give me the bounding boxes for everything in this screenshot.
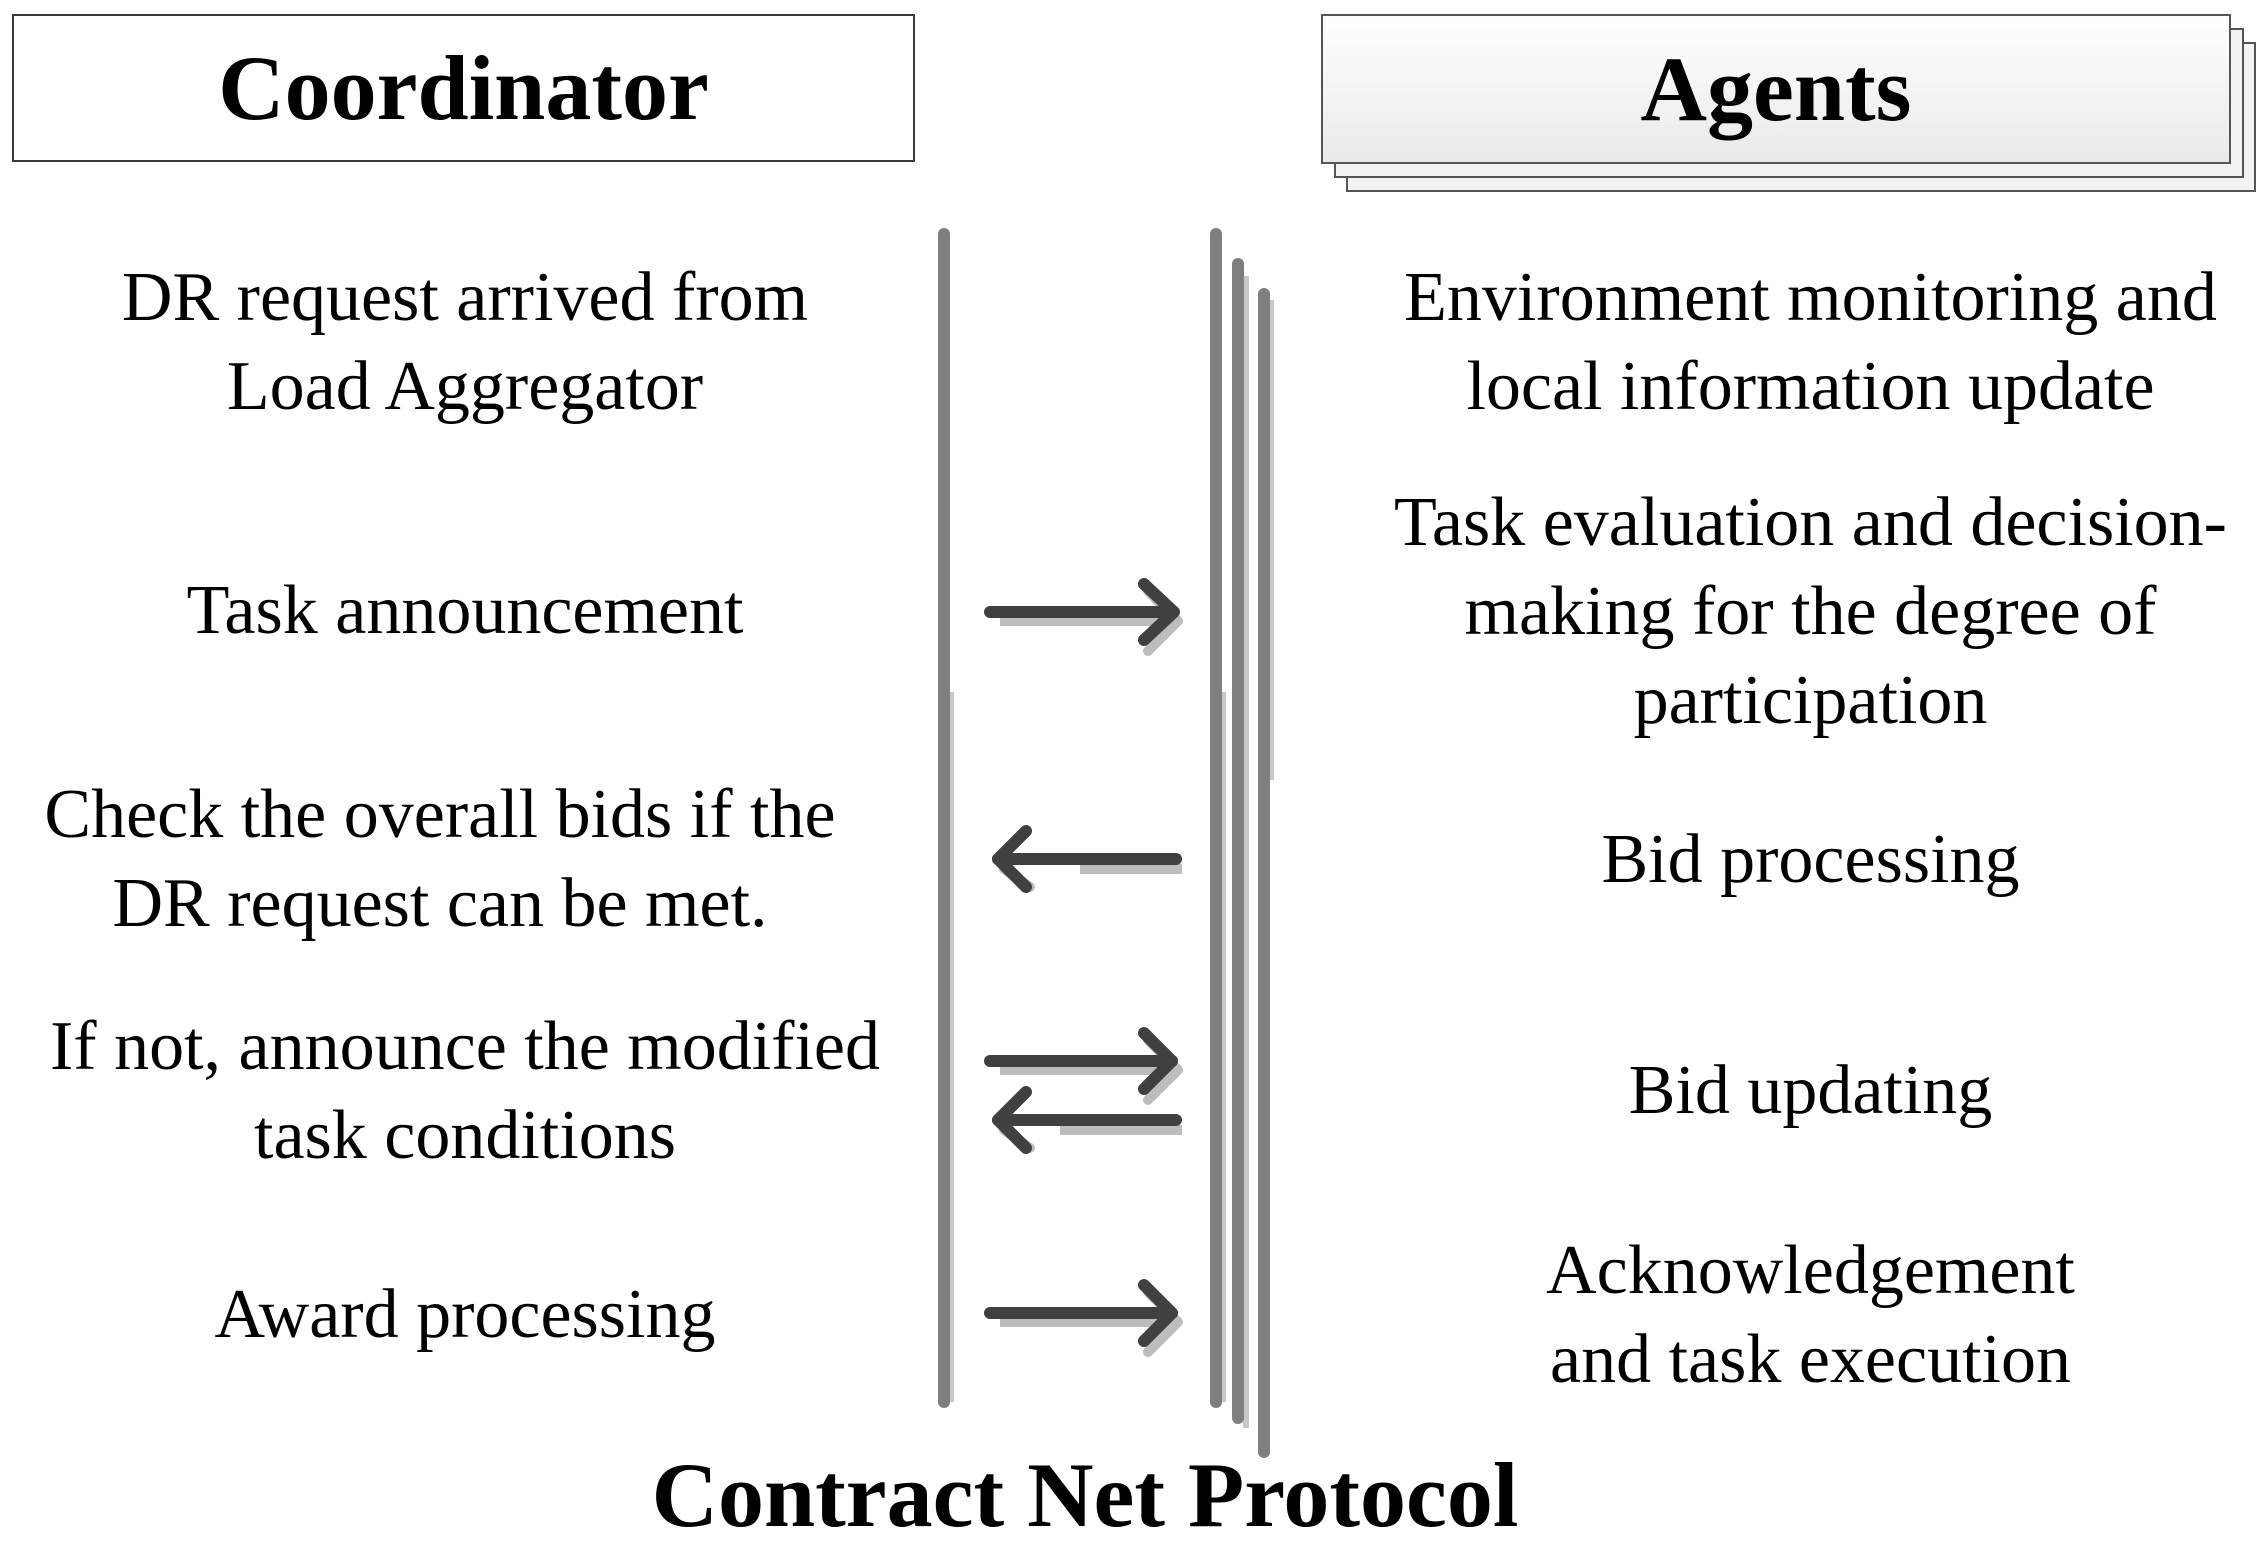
agent-step-bid-updating: Bid updating xyxy=(1355,1046,2266,1135)
coordinator-step-award: Award processing xyxy=(0,1270,930,1359)
protocol-title: Contract Net Protocol xyxy=(0,1440,2170,1550)
agent-step-environment-monitoring: Environment monitoring and local informa… xyxy=(1355,253,2266,431)
agents-header-label: Agents xyxy=(1640,38,1912,140)
coordinator-step-label: Award processing xyxy=(214,1276,716,1353)
agent-step-label: Task evaluation and decision- making for… xyxy=(1394,484,2227,739)
updated-bids-arrow xyxy=(992,1086,1182,1154)
coordinator-step-label: DR request arrived from Load Aggregator xyxy=(121,259,809,425)
coordinator-header-label: Coordinator xyxy=(218,37,709,139)
agent-step-label: Acknowledgement and task execution xyxy=(1546,1232,2075,1398)
coordinator-step-label: Task announcement xyxy=(186,572,744,649)
coordinator-step-task-announcement: Task announcement xyxy=(0,566,930,655)
agent-step-acknowledgement: Acknowledgement and task execution xyxy=(1355,1226,2266,1404)
coordinator-header: Coordinator xyxy=(12,14,915,162)
agent-step-bid-processing: Bid processing xyxy=(1355,815,2266,904)
modified-task-arrow xyxy=(984,1027,1183,1105)
coordinator-step-modified-task: If not, announce the modified task condi… xyxy=(0,1002,930,1180)
award-arrow xyxy=(984,1279,1183,1357)
coordinator-step-label: Check the overall bids if the DR request… xyxy=(44,776,836,942)
agent-step-label: Environment monitoring and local informa… xyxy=(1404,259,2217,425)
agent-step-task-evaluation: Task evaluation and decision- making for… xyxy=(1355,478,2266,745)
protocol-title-label: Contract Net Protocol xyxy=(651,1444,1519,1546)
bids-arrow xyxy=(992,825,1182,893)
agents-header: Agents xyxy=(1321,14,2231,164)
coordinator-step-check-bids: Check the overall bids if the DR request… xyxy=(0,770,880,948)
agent-step-label: Bid processing xyxy=(1601,821,2020,898)
task-announcement-arrow xyxy=(984,578,1183,656)
coordinator-step-dr-request: DR request arrived from Load Aggregator xyxy=(0,253,930,431)
agent-step-label: Bid updating xyxy=(1628,1052,1993,1129)
coordinator-step-label: If not, announce the modified task condi… xyxy=(49,1008,881,1174)
